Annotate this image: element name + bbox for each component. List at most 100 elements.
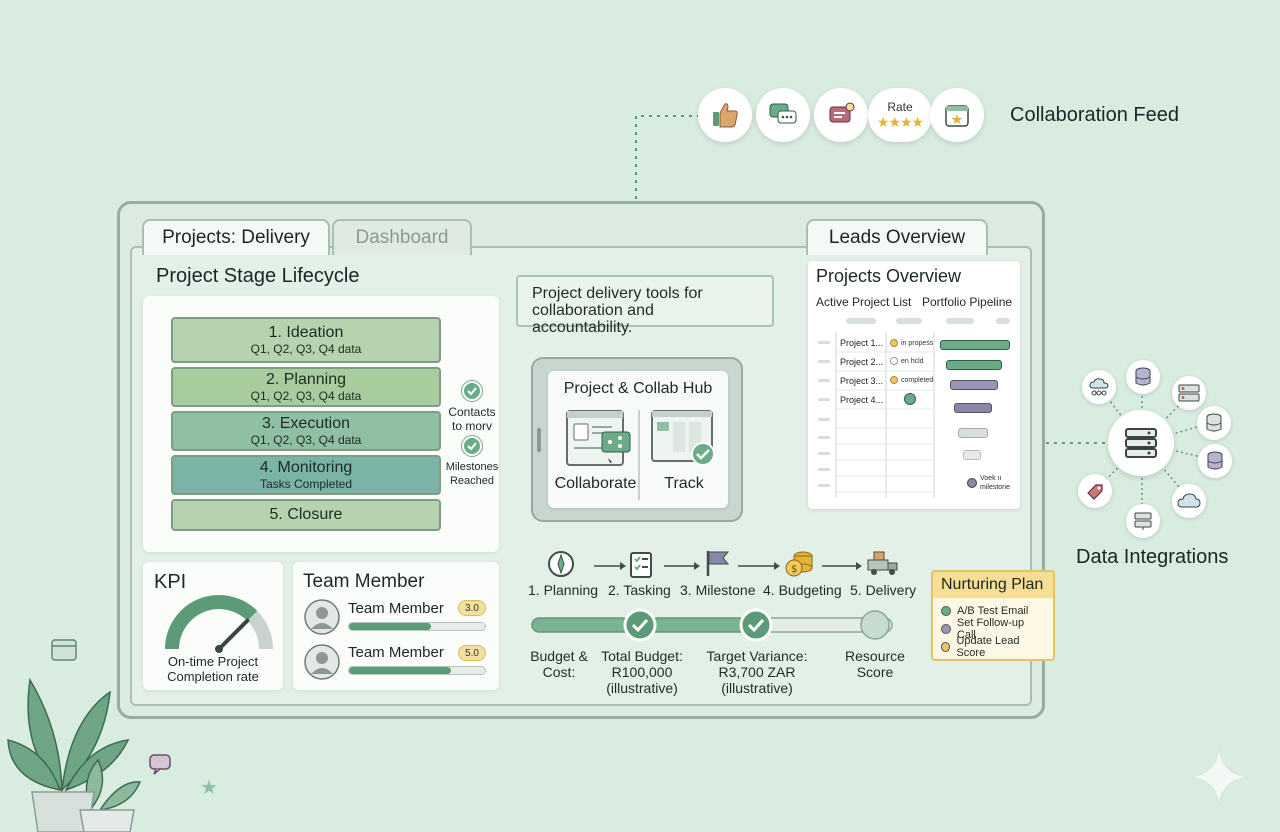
stage-subtitle: Q1, Q2, Q3, Q4 data: [250, 389, 362, 403]
hub-title: Project & Collab Hub: [563, 380, 713, 397]
data-hub-server-icon[interactable]: [1108, 410, 1174, 476]
kpi-title: KPI: [154, 571, 187, 593]
track-label[interactable]: Track: [664, 475, 704, 492]
stage-title: 3. Execution: [261, 415, 351, 432]
collaborate-label[interactable]: Collaborate: [554, 475, 637, 492]
tab-projects-delivery[interactable]: Projects: Delivery: [142, 219, 330, 255]
cloud-icon[interactable]: [1172, 484, 1206, 518]
status-dot: [890, 339, 898, 347]
avatar: [304, 644, 340, 685]
rating-label: Rate: [887, 99, 913, 114]
project-row-name[interactable]: Project 2...: [840, 357, 884, 367]
nurture-item-dot: [941, 606, 951, 616]
server-icon[interactable]: [1172, 376, 1206, 410]
contacts-label: Contacts to morv: [448, 405, 496, 433]
stage-execution[interactable]: 3. Execution Q1, Q2, Q3, Q4 data: [171, 411, 441, 451]
project-row-name[interactable]: Project 3...: [840, 376, 884, 386]
checklist-icon: [626, 549, 656, 584]
nurture-item-label: A/B Test Email: [957, 605, 1029, 617]
completed-check-icon: [904, 393, 916, 405]
kpi-caption: On-time Project Completion rate: [167, 654, 259, 684]
coins-icon: $: [783, 547, 815, 584]
tab-dashboard[interactable]: Dashboard: [332, 219, 472, 255]
lifecycle-title: Project Stage Lifecycle: [156, 265, 360, 287]
nurture-item[interactable]: Set Follow-up Call: [933, 617, 1053, 641]
stage-planning[interactable]: 2. Planning Q1, Q2, Q3, Q4 data: [171, 367, 441, 407]
flow-step-delivery: 5. Delivery: [850, 582, 917, 598]
database-icon[interactable]: [1197, 406, 1231, 440]
calendar-doodle-icon: [50, 636, 78, 667]
team-progress-fill: [349, 667, 451, 674]
projects-table-grid: [818, 318, 1010, 498]
project-row-name[interactable]: Project 4...: [840, 395, 884, 405]
tab-leads-overview[interactable]: Leads Overview: [806, 219, 988, 255]
total-budget-metric: Total Budget: R100,000 (illustrative): [601, 648, 683, 696]
team-member-name: Team Member: [348, 644, 444, 661]
stage-title: 5. Closure: [269, 506, 343, 523]
pipeline-bar[interactable]: [950, 380, 998, 390]
collaboration-feed-title: Collaboration Feed: [1010, 104, 1179, 126]
tag-icon[interactable]: [1078, 474, 1112, 508]
stage-closure[interactable]: 5. Closure: [171, 499, 441, 531]
milestone-note: Voek ıı milestone: [980, 475, 1010, 491]
nurture-item[interactable]: A/B Test Email: [933, 602, 1053, 620]
nurture-item[interactable]: Update Lead Score: [933, 635, 1053, 659]
chat-bubbles-icon[interactable]: [756, 88, 810, 142]
database-icon[interactable]: [1126, 360, 1160, 394]
pipeline-bar[interactable]: [940, 340, 1010, 350]
stage-title: 1. Ideation: [268, 324, 344, 341]
pipeline-bar[interactable]: [954, 403, 992, 413]
stage-ideation[interactable]: 1. Ideation Q1, Q2, Q3, Q4 data: [171, 317, 441, 363]
track-icon[interactable]: [651, 410, 719, 471]
pipeline-bar[interactable]: [946, 360, 1002, 370]
hub-side-button: [537, 428, 541, 452]
nurture-item-dot: [941, 642, 951, 652]
star-doodle-icon: ★: [200, 777, 218, 799]
collaborate-icon[interactable]: [566, 410, 634, 473]
status-badge: in propess: [890, 339, 933, 347]
project-row-name[interactable]: Project 1...: [840, 338, 884, 348]
calendar-star-icon[interactable]: [930, 88, 984, 142]
status-text: in propess: [901, 339, 934, 347]
plant-illustration: [7, 677, 142, 832]
pipeline-bar[interactable]: [963, 450, 981, 460]
database-icon[interactable]: [1198, 444, 1232, 478]
delivery-truck-icon: [866, 548, 900, 583]
flow-step-budgeting: 4. Budgeting: [763, 582, 842, 598]
compass-icon: [546, 549, 576, 584]
feedback-icon[interactable]: [814, 88, 868, 142]
projects-overview-title: Projects Overview: [816, 266, 962, 286]
status-text: completed: [901, 376, 934, 384]
portfolio-pipeline-header: Portfolio Pipeline: [922, 295, 1013, 309]
avatar: [304, 599, 340, 640]
stage-subtitle: Q1, Q2, Q3, Q4 data: [250, 433, 362, 447]
flow-arrows: [594, 562, 862, 570]
score-badge: 3.0: [458, 600, 486, 616]
milestone-marker: [967, 478, 977, 488]
cloud-network-icon[interactable]: [1082, 370, 1116, 404]
nurturing-plan-title: Nurturing Plan: [933, 572, 1053, 598]
flow-step-tasking: 2. Tasking: [608, 582, 671, 598]
target-variance-metric: Target Variance: R3,700 ZAR (illustrativ…: [706, 648, 808, 696]
nurture-item-label: Update Lead Score: [956, 635, 1020, 659]
nurture-item-dot: [941, 624, 951, 634]
stage-monitoring[interactable]: 4. Monitoring Tasks Completed: [171, 455, 441, 495]
active-project-list-header: Active Project List: [816, 295, 912, 309]
chat-doodle-icon: [148, 753, 174, 780]
team-progress-fill: [349, 623, 431, 630]
stage-title: 4. Monitoring: [259, 459, 353, 476]
check-icon: [462, 436, 482, 456]
sparkle-icon: [1188, 746, 1250, 813]
team-member-name: Team Member: [348, 600, 444, 617]
stage-title: 2. Planning: [265, 371, 347, 388]
nurture-item-label: Set Follow-up Call: [956, 617, 1025, 641]
kpi-gauge: [165, 595, 273, 653]
budget-cost-metric: Budget & Cost:: [530, 648, 588, 680]
resource-score-metric: Resource Score: [845, 648, 905, 680]
status-badge: en hcld: [890, 357, 924, 365]
pipeline-bar[interactable]: [958, 428, 988, 438]
thumbs-up-icon[interactable]: [698, 88, 752, 142]
rating-widget[interactable]: Rate ★★★★: [868, 88, 932, 142]
server-icon[interactable]: [1126, 504, 1160, 538]
nurturing-plan-panel: Nurturing Plan A/B Test Email Set Follow…: [931, 570, 1055, 661]
